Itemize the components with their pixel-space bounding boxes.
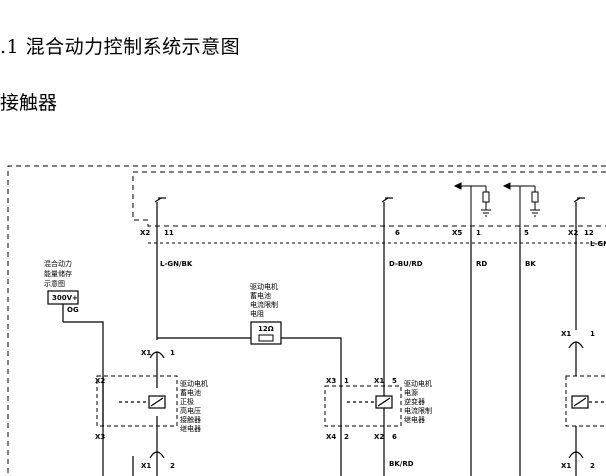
left-label-line-3: 正极 — [180, 397, 194, 406]
resistor-label-line-4: 电阻 — [250, 309, 264, 318]
pin-1: 1 — [476, 229, 481, 237]
mid-x4: X4 — [326, 433, 336, 441]
module-switch-3 — [573, 197, 585, 218]
connector-x2-right: X2 — [568, 229, 578, 237]
left-x2-side: X2 — [95, 377, 105, 385]
mid-label-line-4: 电流限制 — [404, 406, 432, 415]
pin-5: 5 — [524, 229, 529, 237]
left-label-line-1: 驱动电机 — [180, 379, 208, 388]
resistor-label-line-3: 电流限制 — [250, 300, 278, 309]
wire-label-bkrd: BK/RD — [389, 460, 414, 468]
left-label-line-4: 高电压 — [180, 406, 201, 415]
resistor-label-line-2: 蓄电池 — [250, 291, 271, 300]
module-switch-2 — [381, 197, 393, 218]
right-relay-switch — [571, 395, 606, 409]
left-x1-bottom: X1 — [141, 462, 151, 470]
pin-6: 6 — [395, 229, 400, 237]
left-pin-bottom: 2 — [170, 462, 175, 470]
connector-x2-left: X2 — [140, 229, 150, 237]
left-jack-bottom — [149, 451, 165, 459]
system-boundary — [7, 165, 606, 476]
battery-label-line-1: 混合动力 — [44, 259, 72, 268]
mid-label-line-3: 逆变器 — [404, 397, 425, 406]
battery-label-line-2: 能量储存 — [44, 269, 72, 278]
left-label-line-5: 接触器 — [180, 415, 201, 424]
mid-relay-switch — [340, 376, 393, 426]
right-pin-top: 1 — [590, 330, 595, 338]
mid-label-line-5: 继电器 — [404, 415, 425, 424]
battery-label-line-3: 示意图 — [44, 279, 65, 288]
left-x1-top: X1 — [141, 349, 151, 357]
mid-label-line-2: 电源 — [404, 388, 418, 397]
right-x1-top: X1 — [561, 330, 571, 338]
mid-x1: X1 — [374, 377, 384, 385]
module-boundary — [132, 171, 606, 227]
mid-label-line-1: 驱动电机 — [404, 379, 432, 388]
resistor-value: 12Ω — [258, 325, 274, 333]
section-title: .1 混合动力控制系统示意图 — [0, 36, 241, 58]
mid-x3: X3 — [326, 377, 336, 385]
wire-label-lgn-cut: L-GN — [590, 240, 606, 248]
right-contactor-box — [565, 375, 606, 427]
resistor-label-line-1: 驱动电机 — [250, 282, 278, 291]
resistor-box — [250, 321, 282, 345]
wire-label-og: OG — [67, 306, 79, 314]
left-relay-switch — [102, 376, 166, 426]
pin-11: 11 — [164, 229, 174, 237]
resistor-symbol — [258, 334, 274, 342]
connector-x5: X5 — [452, 229, 462, 237]
resistor-lead-right — [281, 337, 342, 376]
left-contactor-box — [96, 375, 178, 427]
mid-pin-x2: 6 — [392, 433, 397, 441]
module-switch-1 — [154, 197, 166, 218]
mid-x2: X2 — [374, 433, 384, 441]
wire-label-rd: RD — [476, 260, 487, 268]
sensor-ground-2 — [502, 182, 540, 228]
left-label-line-2: 蓄电池 — [180, 388, 201, 397]
left-label-line-6: 继电器 — [180, 424, 201, 433]
sensor-ground-1 — [453, 182, 491, 228]
left-x3-side: X3 — [95, 433, 105, 441]
subsection-title: 接触器 — [0, 92, 58, 114]
right-pin-bottom: 2 — [590, 462, 595, 470]
right-jack-bottom — [568, 451, 584, 459]
mid-pin-x3: 1 — [344, 377, 349, 385]
right-x1-bottom: X1 — [561, 462, 571, 470]
mid-contactor-box — [324, 385, 402, 427]
wire-label-dburd: D-BU/RD — [389, 260, 423, 268]
left-pin-top: 1 — [170, 349, 175, 357]
pin-12: 12 — [584, 229, 594, 237]
wire-label-lgnbk: L-GN/BK — [160, 260, 193, 268]
mid-pin-x1: 5 — [392, 377, 397, 385]
mid-pin-x4: 2 — [344, 433, 349, 441]
wire-label-bk: BK — [525, 260, 536, 268]
battery-voltage: 300V+ — [52, 294, 78, 302]
wire-og-route — [63, 321, 104, 476]
